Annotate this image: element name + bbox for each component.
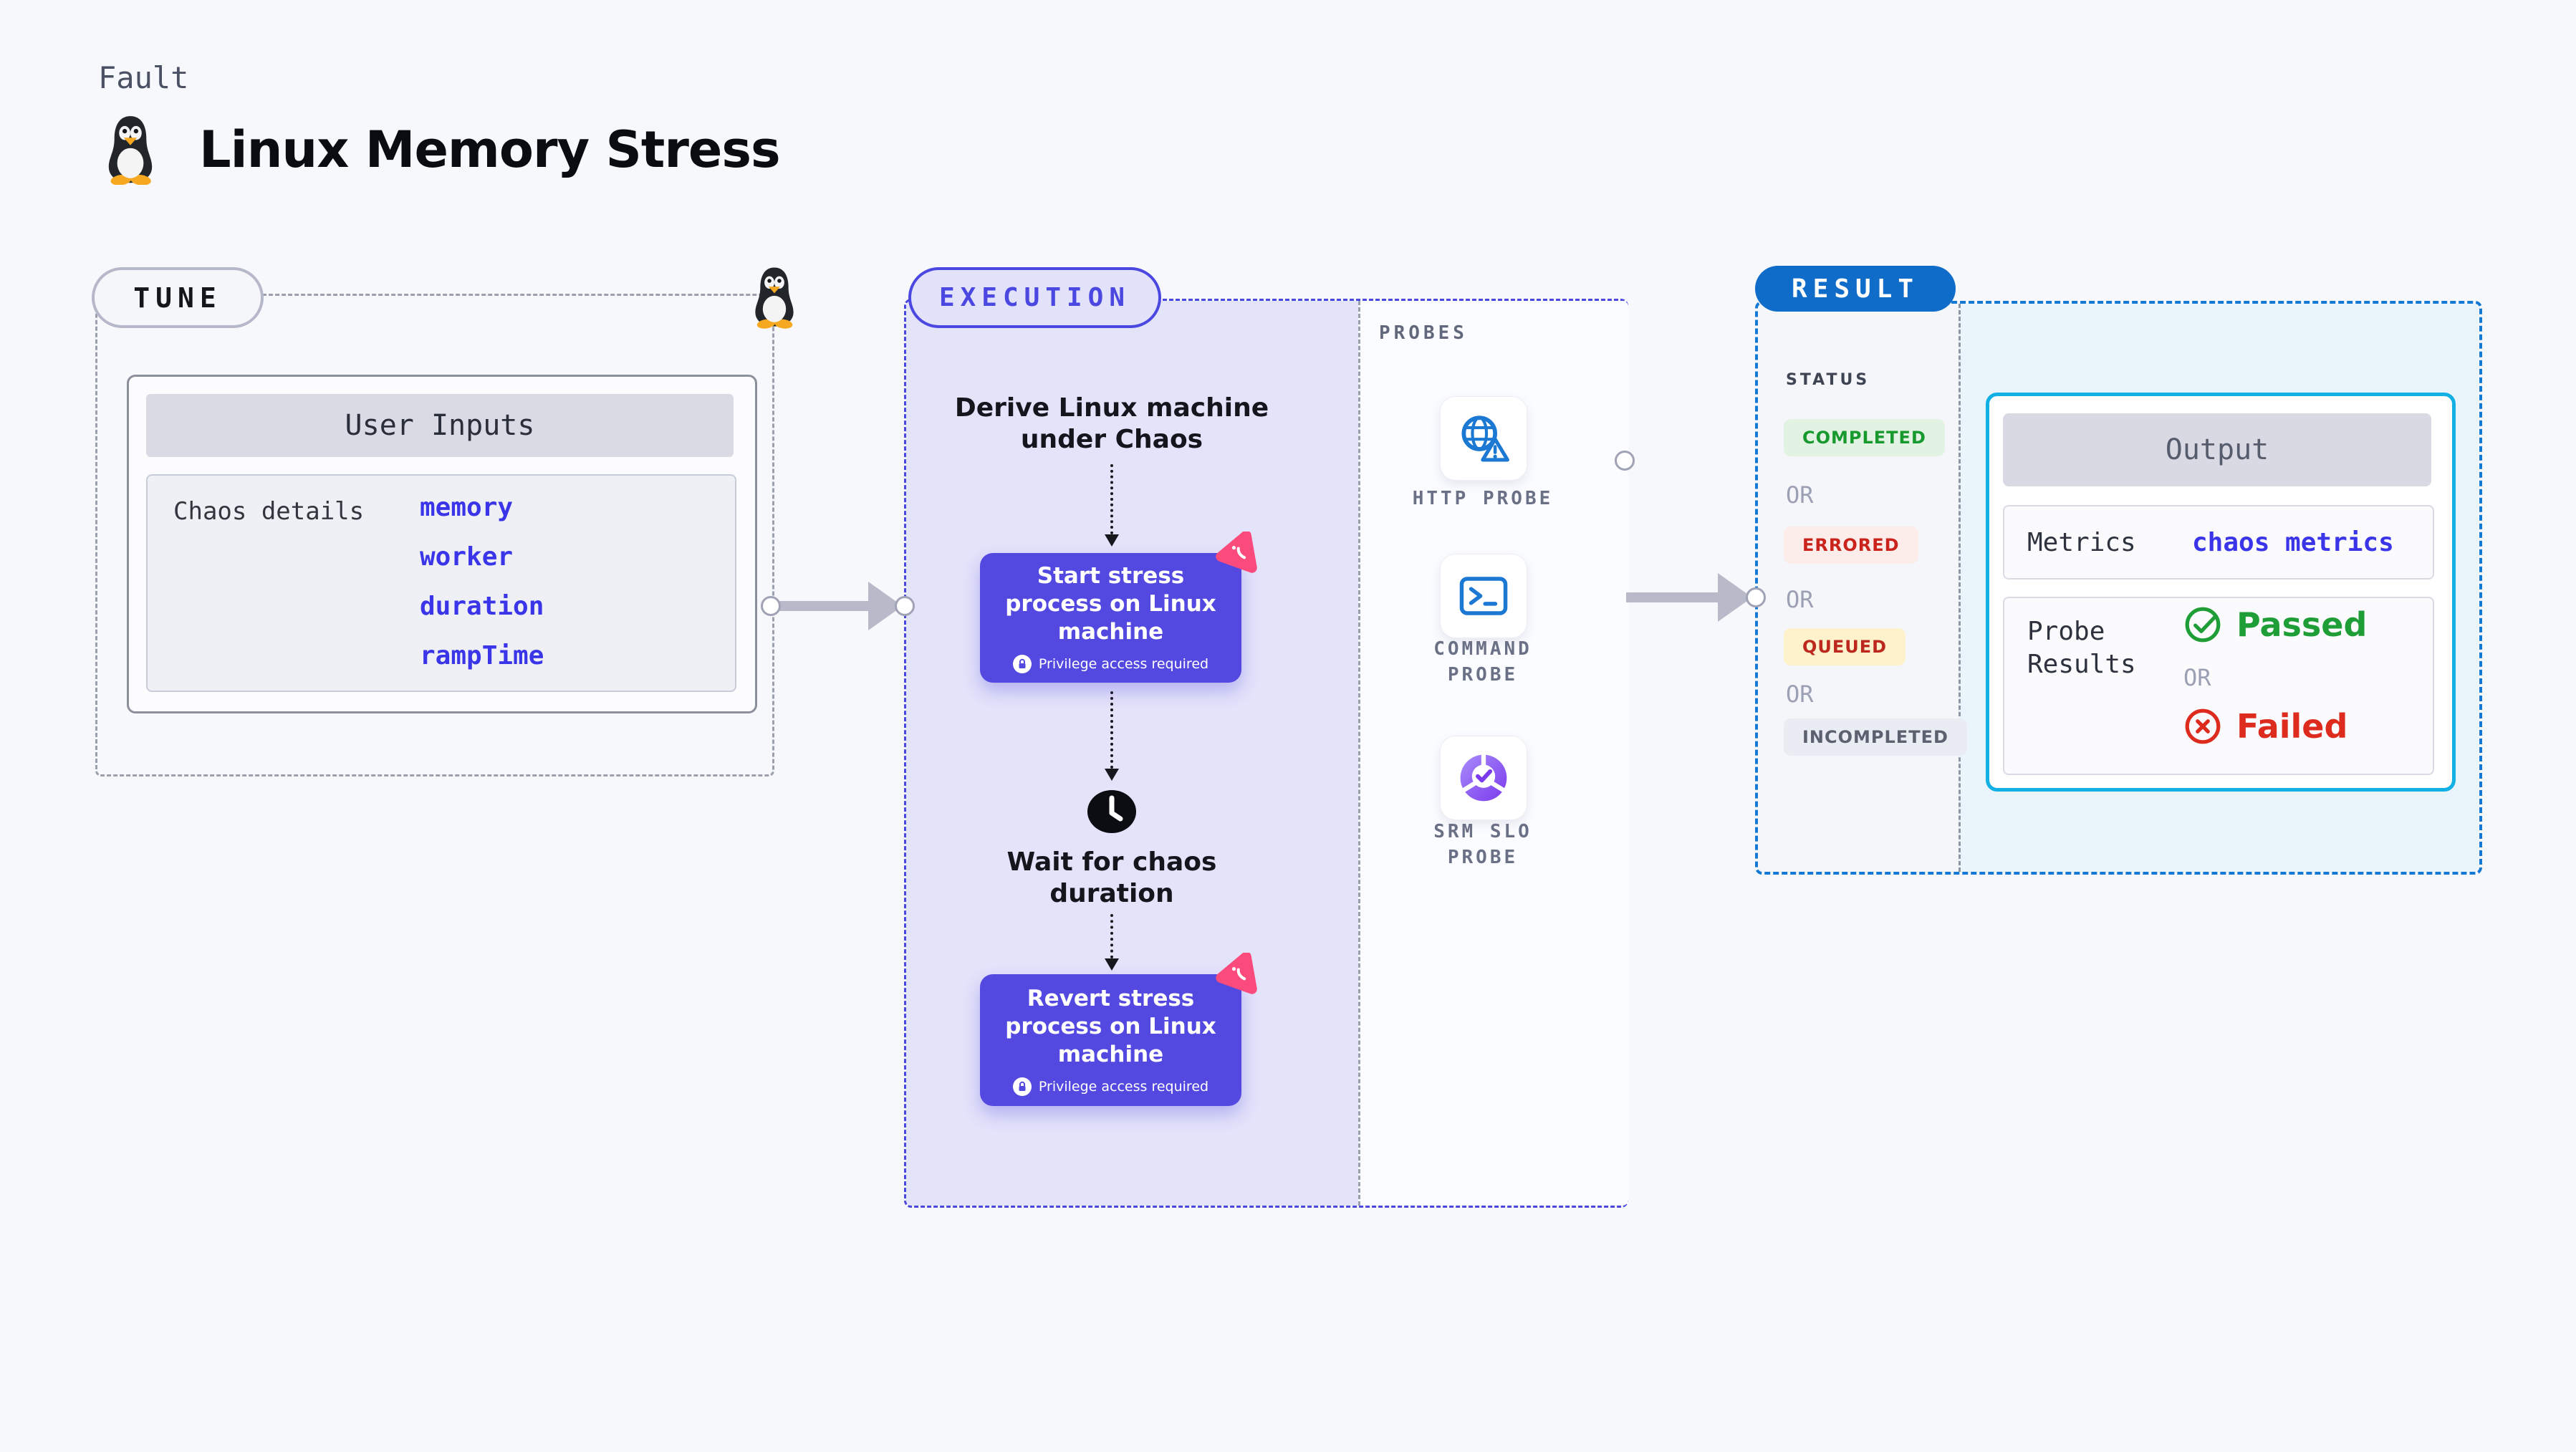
- tux-icon: [108, 116, 153, 185]
- flow-arrowhead: [1105, 534, 1119, 547]
- tune-label-text: TUNE: [133, 282, 222, 314]
- flow-connector: [1110, 691, 1113, 769]
- x-circle-icon: [2185, 708, 2221, 744]
- passed-label: Passed: [2236, 605, 2368, 644]
- metrics-row: Metrics chaos metrics: [2003, 505, 2434, 580]
- tune-section-label: TUNE: [92, 267, 264, 328]
- globe-alert-icon: [1461, 415, 1509, 462]
- page-title: Linux Memory Stress: [199, 120, 781, 179]
- command-probe-label: COMMAND PROBE: [1433, 638, 1532, 686]
- result-section-label: RESULT: [1755, 266, 1956, 312]
- user-inputs-body: Chaos details memory worker duration ram…: [146, 474, 736, 692]
- result-label-text: RESULT: [1791, 274, 1920, 304]
- flow-connector: [1110, 464, 1113, 534]
- privilege-badge-text: Privilege access required: [1038, 1078, 1209, 1095]
- flow-arrowhead: [1105, 958, 1119, 971]
- connector-dot: [895, 596, 915, 616]
- status-badge-queued: QUEUED: [1784, 628, 1906, 665]
- or-label: OR: [1786, 481, 1814, 509]
- status-badge-completed: COMPLETED: [1784, 419, 1945, 456]
- connector-dot: [1615, 451, 1635, 471]
- user-inputs-header: User Inputs: [146, 394, 734, 457]
- or-label: OR: [1786, 586, 1814, 613]
- privilege-badge-text: Privilege access required: [1038, 656, 1209, 672]
- flow-arrowhead: [1105, 769, 1119, 781]
- tune-to-execution-arrow: [772, 601, 870, 611]
- metrics-label: Metrics: [2027, 528, 2136, 557]
- probe-results-row: Probe Results Passed OR Failed: [2003, 597, 2434, 775]
- tune-section: [95, 294, 774, 777]
- terminal-icon: [1459, 577, 1508, 615]
- chaos-burst-icon: [1216, 532, 1257, 573]
- execution-section-label: EXECUTION: [908, 267, 1161, 328]
- fault-kicker: Fault: [98, 60, 189, 95]
- command-probe-card: [1440, 554, 1527, 638]
- input-link-worker[interactable]: worker: [420, 542, 514, 572]
- or-label: OR: [2183, 664, 2211, 691]
- execution-label-text: EXECUTION: [938, 283, 1131, 312]
- input-link-memory[interactable]: memory: [420, 493, 514, 522]
- lock-icon: [1012, 655, 1032, 673]
- output-card-header: Output: [2003, 413, 2431, 486]
- input-link-ramptime[interactable]: rampTime: [420, 641, 544, 670]
- srm-slo-probe-card: [1440, 736, 1527, 820]
- failed-label: Failed: [2236, 707, 2348, 746]
- execution-to-result-arrow: [1626, 592, 1719, 602]
- chaos-metrics-link[interactable]: chaos metrics: [2192, 528, 2394, 557]
- user-inputs-card: User Inputs Chaos details memory worker …: [127, 375, 757, 713]
- input-link-duration[interactable]: duration: [420, 592, 544, 621]
- status-badge-incompleted: INCOMPLETED: [1784, 718, 1967, 756]
- start-stress-title: Start stress process on Linux machine: [1005, 563, 1216, 645]
- http-probe-card: [1440, 396, 1527, 481]
- revert-stress-node: Revert stress process on Linux machine P…: [980, 974, 1241, 1106]
- lock-icon: [1012, 1077, 1032, 1096]
- privilege-badge: Privilege access required: [1012, 655, 1209, 673]
- slo-donut-icon: [1460, 753, 1507, 802]
- connector-dot: [1746, 587, 1766, 607]
- probe-results-label: Probe Results: [2027, 617, 2136, 679]
- revert-stress-title: Revert stress process on Linux machine: [1005, 985, 1216, 1067]
- chaos-burst-icon: [1216, 953, 1257, 994]
- start-stress-node: Start stress process on Linux machine Pr…: [980, 553, 1241, 683]
- derive-step-text: Derive Linux machine under Chaos: [954, 393, 1269, 454]
- probes-section-label: PROBES: [1379, 322, 1468, 344]
- or-label: OR: [1786, 681, 1814, 708]
- check-circle-icon: [2185, 607, 2221, 643]
- chaos-details-label: Chaos details: [173, 497, 365, 526]
- status-badge-errored: ERRORED: [1784, 527, 1918, 564]
- output-card: Output Metrics chaos metrics Probe Resul…: [1986, 393, 2456, 792]
- flow-connector: [1110, 914, 1113, 958]
- srm-slo-probe-label: SRM SLO PROBE: [1433, 821, 1532, 868]
- http-probe-label: HTTP PROBE: [1412, 488, 1554, 509]
- privilege-badge: Privilege access required: [1012, 1077, 1209, 1096]
- wait-step-text: Wait for chaos duration: [1006, 847, 1217, 908]
- tune-penguin-icon: [755, 267, 794, 329]
- connector-dot: [761, 596, 781, 616]
- clock-icon: [1087, 790, 1136, 833]
- status-column-label: STATUS: [1786, 371, 1870, 389]
- status-column-background: [1758, 304, 1959, 872]
